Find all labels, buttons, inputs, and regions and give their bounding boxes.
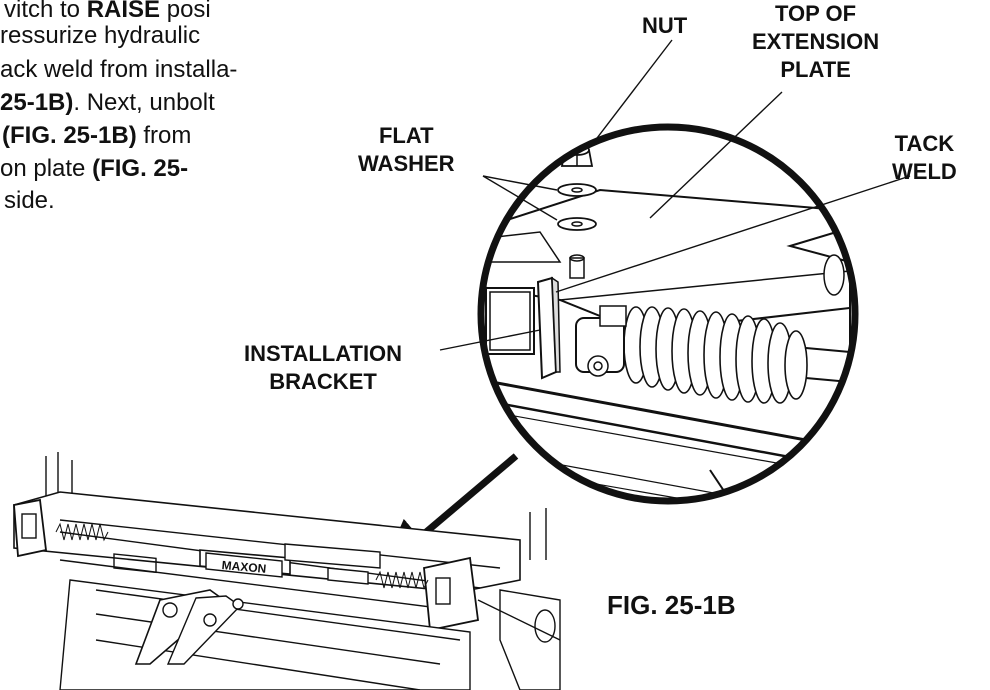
instruction-run: on plate: [0, 155, 93, 182]
callout-weld-line2: WELD: [892, 159, 957, 184]
callout-flat-washer: FLAT WASHER: [358, 122, 455, 178]
callout-top-of-extension-plate: TOP OF EXTENSION PLATE: [752, 0, 879, 84]
instruction-run: 25-1B): [0, 89, 74, 116]
leader-lines: [439, 39, 911, 351]
magnifier-circle: [477, 123, 859, 505]
callout-washer-line2: WASHER: [358, 151, 455, 176]
callout-plate-line2: EXTENSION: [752, 29, 880, 54]
callout-bracket-line1: INSTALLATION: [244, 341, 403, 366]
callout-nut: NUT: [642, 12, 687, 40]
bracket-leader: [439, 329, 541, 351]
callout-installation-bracket: INSTALLATION BRACKET: [244, 340, 402, 396]
liftgate-overview: [13, 452, 561, 690]
extension-plate-leader: [649, 91, 783, 219]
callout-washer-line1: FLAT: [378, 123, 434, 148]
instruction-line-6: on plate (FIG. 25-: [0, 153, 188, 185]
instruction-line-3: ack weld from installa-: [0, 54, 237, 86]
nut-leader: [593, 39, 673, 143]
instruction-run: side.: [4, 187, 55, 214]
instruction-run: ressurize hydraulic: [0, 22, 201, 49]
instruction-run: vitch to: [4, 0, 87, 23]
instruction-run: from: [136, 122, 192, 149]
brand-label: MAXON: [221, 558, 267, 576]
instruction-run: (FIG. 25-: [92, 155, 189, 182]
instruction-run: posi: [160, 0, 211, 23]
instruction-line-7: side.: [4, 185, 55, 217]
instruction-line-5: (FIG. 25-1B) from: [2, 120, 191, 152]
instruction-line-2: ressurize hydraulic: [0, 20, 200, 52]
callout-plate-line1: TOP OF: [775, 1, 857, 26]
instruction-line-1: vitch to RAISE posi: [4, 0, 211, 26]
instruction-run: RAISE: [86, 0, 161, 23]
callout-nut-line1: NUT: [642, 13, 688, 38]
washer-leader-lower: [482, 175, 558, 221]
washer-leader-upper: [482, 175, 558, 191]
magnified-detail-view: [481, 144, 855, 501]
callout-bracket-line2: BRACKET: [269, 369, 377, 394]
instruction-line-4: 25-1B). Next, unbolt: [0, 87, 215, 119]
instruction-run: (FIG. 25-1B): [2, 122, 137, 149]
instruction-run: ack weld from installa-: [0, 56, 238, 83]
instruction-run: . Next, unbolt: [73, 89, 215, 116]
callout-tack-weld: TACK WELD: [892, 130, 957, 186]
figure-caption: FIG. 25-1B: [607, 590, 736, 620]
callout-plate-line3: PLATE: [780, 57, 851, 82]
callout-weld-line1: TACK: [894, 131, 955, 156]
tack-weld-leader: [555, 175, 911, 293]
